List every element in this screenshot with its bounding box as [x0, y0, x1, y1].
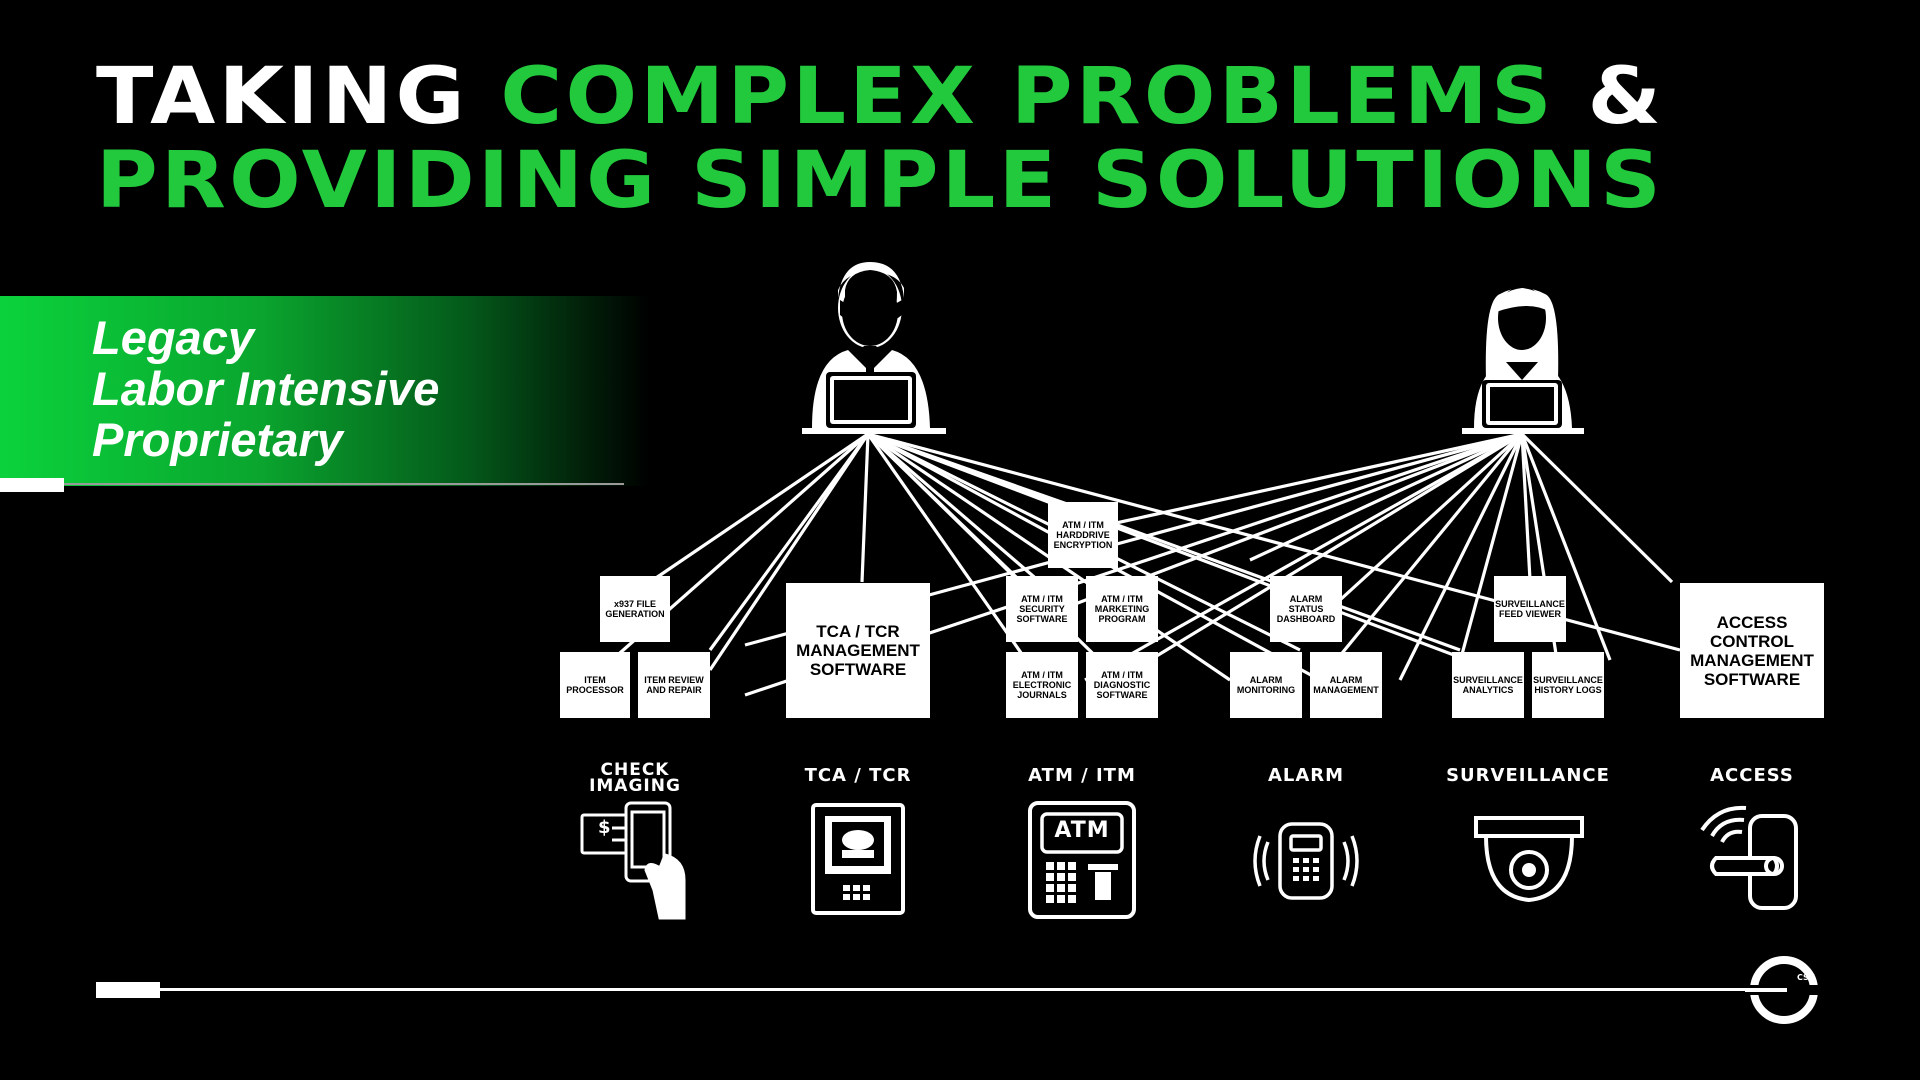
legacy-banner: Legacy Labor Intensive Proprietary	[0, 296, 650, 486]
headline-segment: &	[1554, 52, 1665, 142]
category-check-imaging: CHECK IMAGING	[589, 760, 681, 796]
box-alarm-monitoring: ALARM MONITORING	[1230, 652, 1302, 718]
banner-accent-bar	[0, 478, 64, 492]
category-access: ACCESS	[1710, 765, 1794, 786]
box-surveillance-history-logs: SURVEILLANCE HISTORY LOGS	[1532, 652, 1604, 718]
box-item-processor: ITEM PROCESSOR	[560, 652, 630, 718]
csg-logo	[1745, 956, 1825, 1024]
box-access-control-management-software: ACCESS CONTROL MANAGEMENT SOFTWARE	[1680, 583, 1824, 718]
box-alarm-management: ALARM MANAGEMENT	[1310, 652, 1382, 718]
surveillance-camera-icon	[1474, 816, 1584, 903]
banner-item-labor-intensive: Labor Intensive	[92, 362, 440, 415]
access-door-lock-icon	[1700, 805, 1798, 910]
category-atm-itm: ATM / ITM	[1028, 765, 1136, 786]
csg-logo-text: CSG	[1797, 973, 1816, 982]
atm-icon-label: ATM	[1054, 818, 1110, 843]
box-item-review-and-repair: ITEM REVIEW AND REPAIR	[638, 652, 710, 718]
banner-item-legacy: Legacy	[92, 311, 254, 364]
headline-segment: TAKING	[96, 52, 501, 142]
woman-at-laptop-icon	[1462, 286, 1584, 434]
headline-segment: COMPLEX PROBLEMS	[500, 52, 1555, 142]
headline-segment: PROVIDING SIMPLE SOLUTIONS	[96, 136, 1665, 226]
svg-text:$: $	[598, 817, 611, 838]
box-surveillance-analytics: SURVEILLANCE ANALYTICS	[1452, 652, 1524, 718]
footer-rule	[160, 988, 1750, 991]
box-atm-security-software: ATM / ITM SECURITY SOFTWARE	[1006, 576, 1078, 642]
category-tca-tcr: TCA / TCR	[804, 765, 912, 786]
alarm-keypad-icon	[1253, 822, 1359, 900]
box-surveillance-feed-viewer: SURVEILLANCE FEED VIEWER	[1494, 576, 1566, 642]
footer-accent-bar	[96, 982, 160, 998]
category-alarm: ALARM	[1267, 765, 1345, 786]
box-tca-tcr-management-software: TCA / TCR MANAGEMENT SOFTWARE	[786, 583, 930, 718]
box-atm-harddrive-encryption: ATM / ITM HARDDRIVE ENCRYPTION	[1048, 502, 1118, 568]
tca-machine-icon	[811, 803, 905, 915]
check-imaging-icon	[580, 801, 686, 920]
banner-underline	[64, 483, 624, 485]
box-atm-electronic-journals: ATM / ITM ELECTRONIC JOURNALS	[1006, 652, 1078, 718]
category-surveillance: SURVEILLANCE	[1446, 765, 1610, 786]
atm-machine-icon	[1028, 801, 1136, 919]
box-atm-diagnostic-software: ATM / ITM DIAGNOSTIC SOFTWARE	[1086, 652, 1158, 718]
man-at-laptop-icon	[802, 262, 946, 434]
box-x937-file-generation: x937 FILE GENERATION	[600, 576, 670, 642]
banner-item-proprietary: Proprietary	[92, 413, 343, 466]
headline-line-2: PROVIDING SIMPLE SOLUTIONS	[96, 142, 1664, 220]
headline-line-1: TAKING COMPLEX PROBLEMS &	[96, 58, 1664, 136]
box-atm-marketing-program: ATM / ITM MARKETING PROGRAM	[1086, 576, 1158, 642]
box-alarm-status-dashboard: ALARM STATUS DASHBOARD	[1270, 576, 1342, 642]
